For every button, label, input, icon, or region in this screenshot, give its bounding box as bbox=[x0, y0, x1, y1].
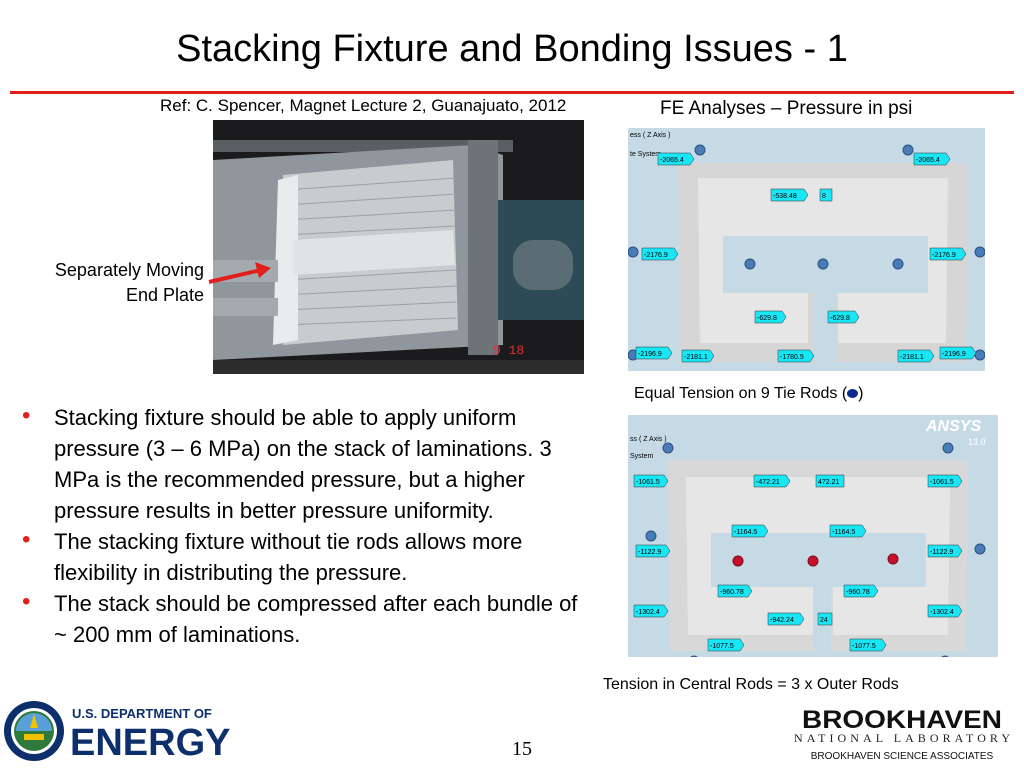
bnl-line3: BROOKHAVEN SCIENCE ASSOCIATES bbox=[811, 751, 994, 762]
ansys-logo: ANSYS bbox=[925, 418, 981, 435]
doe-logo: U.S. DEPARTMENT OF ENERGY bbox=[4, 701, 230, 764]
fe1-label: -2176.9 bbox=[644, 252, 668, 259]
fe2-label: -960.78 bbox=[846, 589, 870, 596]
stacking-fixture-photo: 9 18 bbox=[213, 120, 584, 374]
fe2-label: -1061.5 bbox=[930, 479, 954, 486]
page-number: 15 bbox=[512, 738, 532, 760]
fe1-axis-label: ess ( Z Axis ) bbox=[630, 132, 670, 139]
end-plate-label-line2: End Plate bbox=[125, 285, 204, 305]
fe2-label: -1164.5 bbox=[734, 529, 757, 536]
fe1-label: -2196.9 bbox=[942, 351, 966, 358]
fe1-label: -2065.4 bbox=[916, 157, 940, 164]
fe2-label: -1302.4 bbox=[930, 609, 954, 616]
bullet-list: • Stacking fixture should be able to appl… bbox=[22, 402, 582, 650]
fe2-label: 24 bbox=[820, 617, 828, 624]
doe-line2: ENERGY bbox=[70, 722, 230, 764]
fe2-system-label: System bbox=[630, 453, 654, 460]
fe1-label: -2181.1 bbox=[900, 354, 924, 361]
fe2-label: -942.24 bbox=[770, 617, 794, 624]
end-plate-label: Separately Moving End Plate bbox=[8, 258, 204, 308]
fe2-label: -472.21 bbox=[756, 479, 780, 486]
fe-analyses-heading: FE Analyses – Pressure in psi bbox=[660, 98, 913, 119]
bullet-text: The stacking fixture without tie rods al… bbox=[54, 529, 523, 585]
fe1-caption-text: Equal Tension on 9 Tie Rods ( bbox=[634, 385, 848, 402]
fe2-label: -1061.5 bbox=[636, 479, 660, 486]
fe1-value-labels: -2065.4 -2065.4 -538.48 8 -2176.9 -2176.… bbox=[635, 152, 977, 363]
fe1-label: -2065.4 bbox=[660, 157, 684, 164]
bullet-item: • Stacking fixture should be able to appl… bbox=[22, 402, 582, 526]
fe1-label: 8 bbox=[822, 193, 826, 200]
reference-text: Ref: C. Spencer, Magnet Lecture 2, Guana… bbox=[160, 96, 567, 115]
fe2-label: -960.78 bbox=[720, 589, 744, 596]
fe1-label: -629.8 bbox=[830, 315, 850, 322]
fe1-caption-end: ) bbox=[858, 385, 864, 402]
fe2-label: -1164.5 bbox=[832, 529, 855, 536]
fe1-label: -1780.5 bbox=[780, 354, 804, 361]
bullet-text: The stack should be compressed after eac… bbox=[54, 591, 578, 647]
central-rod-markers bbox=[732, 553, 899, 567]
end-plate-arrow-icon bbox=[208, 262, 271, 284]
fe2-value-labels: -1061.5 -472.21 472.21 -1061.5 -1164.5 -… bbox=[633, 474, 963, 652]
bullet-icon: • bbox=[22, 588, 31, 615]
bullet-item: • The stacking fixture without tie rods a… bbox=[22, 526, 582, 588]
fe1-label: -629.8 bbox=[757, 315, 777, 322]
fe1-caption: Equal Tension on 9 Tie Rods () bbox=[634, 385, 864, 403]
tie-rod-legend-icon bbox=[847, 389, 859, 398]
tie-rod-markers bbox=[628, 144, 985, 361]
fe-plot-equal-tension: ess ( Z Axis ) te System -2065.4 -2065.4… bbox=[628, 128, 985, 371]
fe2-axis-label: ss ( Z Axis ) bbox=[630, 436, 667, 443]
fe2-caption: Tension in Central Rods = 3 x Outer Rods bbox=[603, 676, 899, 693]
outer-rod-markers bbox=[645, 442, 986, 657]
fe2-label: 472.21 bbox=[818, 479, 840, 486]
fe2-label: -1122.9 bbox=[638, 549, 661, 556]
fe1-label: -2196.9 bbox=[638, 351, 662, 358]
fe-plot-central-tension: ss ( Z Axis ) System ANSYS 13.0 -1061.5 … bbox=[628, 415, 998, 657]
bnl-line1: BROOKHAVEN bbox=[802, 706, 1002, 734]
fe1-system-label: te System bbox=[630, 151, 661, 158]
fe2-label: -1122.9 bbox=[930, 549, 953, 556]
bullet-item: • The stack should be compressed after ea… bbox=[22, 588, 582, 650]
bullet-text: Stacking fixture should be able to apply… bbox=[54, 405, 552, 523]
title-divider bbox=[10, 91, 1014, 94]
slide-title: Stacking Fixture and Bonding Issues - 1 bbox=[176, 28, 848, 70]
doe-line1: U.S. DEPARTMENT OF bbox=[72, 706, 212, 721]
bullet-icon: • bbox=[22, 402, 31, 429]
fe1-label: -2176.9 bbox=[932, 252, 956, 259]
fe2-label: -1302.4 bbox=[636, 609, 660, 616]
end-plate-label-line1: Separately Moving bbox=[54, 260, 204, 280]
ansys-version: 13.0 bbox=[968, 437, 986, 447]
fe2-label: -1077.5 bbox=[710, 643, 734, 650]
photo-date-stamp: 9 18 bbox=[493, 343, 524, 358]
fe1-label: -538.48 bbox=[773, 193, 797, 200]
fe1-label: -2181.1 bbox=[684, 354, 708, 361]
bnl-logo: BROOKHAVEN NATIONAL LABORATORY BROOKHAVE… bbox=[794, 706, 1010, 762]
fe2-label: -1077.5 bbox=[852, 643, 876, 650]
bullet-icon: • bbox=[22, 526, 31, 553]
